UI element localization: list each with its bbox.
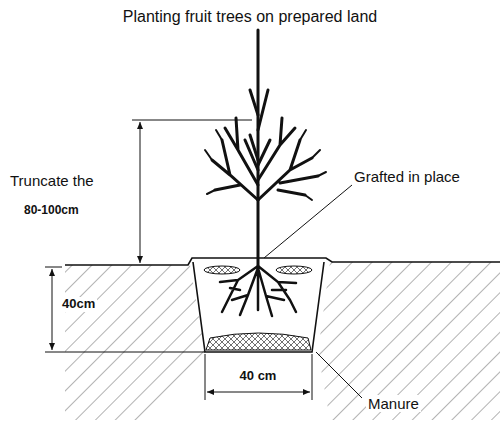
callout-label: Manure [366,395,421,412]
annotation: Truncate the [8,172,96,189]
dimension-lines [45,120,362,400]
dimension-label: 80-100cm [22,204,81,218]
topsoil [204,266,240,274]
manure-layer [206,333,311,350]
pit-wall [193,262,324,352]
soil-hatch [318,262,500,420]
callout-label: Grafted in place [352,168,462,185]
topsoil [276,266,312,274]
dimension-label: 40 cm [238,369,279,384]
tree [205,30,326,266]
dimension-label: 40cm [60,297,97,312]
diagram-title: Planting fruit trees on prepared land [121,8,379,26]
pit [193,266,324,352]
soil-hatch [65,265,205,420]
ground-line [65,258,500,265]
roots [220,266,296,316]
